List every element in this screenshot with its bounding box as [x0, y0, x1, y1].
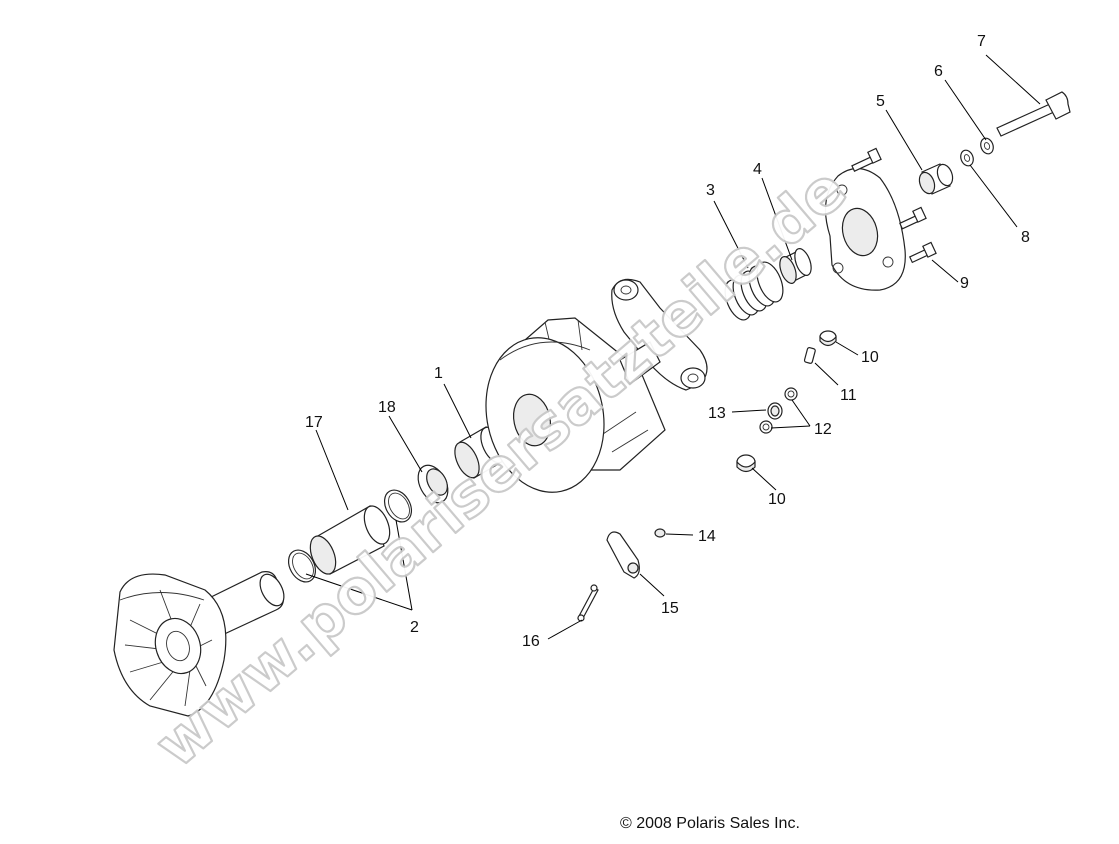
- callout-10-lower: 10: [768, 491, 786, 508]
- bushing-1: [454, 426, 506, 479]
- callout-4: 4: [753, 161, 762, 178]
- washer-12a: [784, 387, 798, 401]
- cover-bushing-4: [779, 248, 812, 284]
- copyright-text: © 2008 Polaris Sales Inc.: [620, 815, 800, 832]
- callout-2: 2: [410, 619, 419, 636]
- callout-11: 11: [840, 387, 857, 404]
- seal-18: [417, 464, 449, 504]
- callout-17: 17: [305, 414, 323, 431]
- bushing-13: [767, 402, 783, 420]
- callout-9: 9: [960, 275, 969, 292]
- callout-15: 15: [661, 600, 679, 617]
- washer-12b: [759, 420, 773, 434]
- washer-6: [980, 137, 994, 155]
- fixed-sheave-shaft: [113, 571, 285, 717]
- spacer-tube-17: [309, 505, 391, 575]
- callout-18: 18: [378, 399, 396, 416]
- bolt-7: [996, 91, 1071, 137]
- snap-ring-2a: [287, 549, 317, 583]
- spider-cam: [611, 278, 708, 391]
- callouts: 1 2 3 4 5 6 7 8 9 10 11 12 13 10 14 15 1…: [305, 33, 1030, 650]
- snap-ring-2b: [383, 489, 413, 523]
- callout-8: 8: [1021, 229, 1030, 246]
- clutch-cover: [824, 167, 906, 291]
- cover-bolt-upper: [851, 147, 882, 173]
- spring-3: [724, 261, 784, 321]
- callout-14: 14: [698, 528, 716, 545]
- cover-bolt-9: [908, 241, 937, 264]
- callout-13: 13: [708, 405, 726, 422]
- callout-12: 12: [814, 421, 832, 438]
- washer-8: [960, 149, 974, 167]
- moveable-sheave: [485, 317, 666, 493]
- roller-10-lower: [736, 454, 756, 473]
- pin-16: [577, 584, 599, 622]
- callout-3: 3: [706, 182, 715, 199]
- callout-10-upper: 10: [861, 349, 879, 366]
- spacer-5: [918, 163, 954, 195]
- callout-7: 7: [977, 33, 986, 50]
- pin-11: [803, 347, 816, 364]
- callout-6: 6: [934, 63, 943, 80]
- nut-14: [654, 528, 666, 538]
- callout-16: 16: [522, 633, 540, 650]
- callout-1: 1: [434, 365, 443, 382]
- callout-5: 5: [876, 93, 885, 110]
- leader-lines: [305, 54, 1041, 640]
- weight-15: [606, 531, 640, 579]
- cover-bolt-middle: [899, 206, 927, 230]
- roller-10-upper: [819, 330, 837, 347]
